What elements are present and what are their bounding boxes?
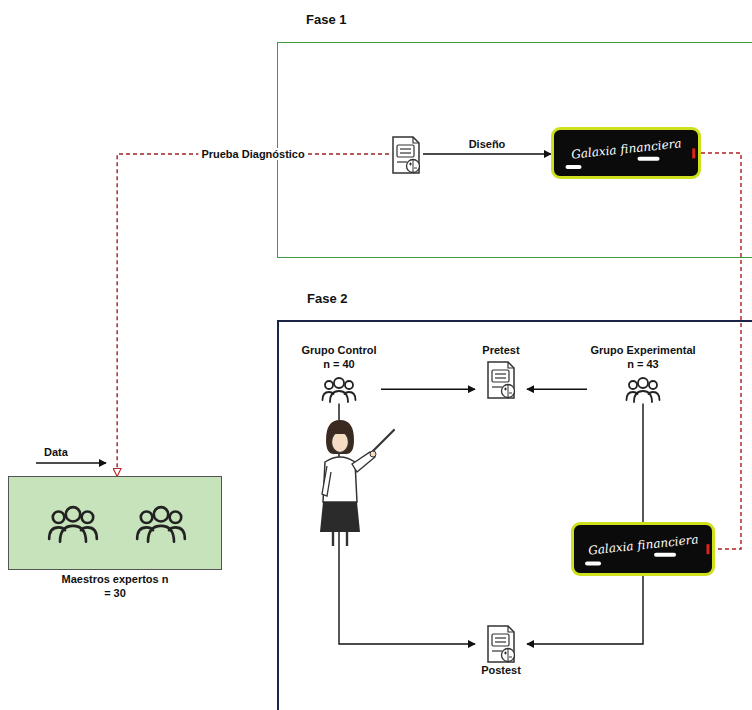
node-text: Grupo Control n = 40 bbox=[301, 344, 377, 372]
teacher-figure bbox=[320, 420, 394, 546]
people-icon bbox=[625, 374, 661, 404]
phase-frame: Fase 2Grupo Control n = 40PretestGrupo E… bbox=[277, 320, 752, 710]
flow-label: Data bbox=[44, 446, 68, 458]
group-node: Grupo Experimental n = 43 bbox=[587, 344, 699, 404]
node-text: Pretest bbox=[475, 344, 527, 358]
node-text: Postest bbox=[475, 664, 527, 678]
app-phone: Galaxia financiera bbox=[551, 127, 701, 179]
connector bbox=[117, 154, 389, 476]
phase-frame: Fase 1Galaxia financiera bbox=[277, 42, 752, 258]
phase-heading: Fase 2 bbox=[307, 291, 347, 307]
edge-label: Prueba Diagnóstico bbox=[198, 148, 307, 160]
document-icon bbox=[389, 133, 423, 175]
connector bbox=[527, 576, 643, 644]
phase-heading: Fase 1 bbox=[306, 12, 346, 28]
data-arrow bbox=[36, 462, 106, 463]
test-node: Pretest bbox=[475, 344, 527, 400]
connector bbox=[642, 404, 643, 523]
document-icon bbox=[484, 624, 518, 664]
node-text: Grupo Experimental n = 43 bbox=[590, 344, 696, 372]
edge-label: Diseño bbox=[466, 138, 509, 150]
connector bbox=[339, 404, 475, 645]
app-phone: Galaxia financiera bbox=[571, 522, 715, 576]
node-text: Galaxia financiera bbox=[570, 136, 682, 162]
people-icon bbox=[135, 501, 187, 545]
node-text: Galaxia financiera bbox=[587, 532, 699, 558]
node-text: Maestros expertos n = 30 bbox=[61, 573, 169, 601]
document-icon bbox=[389, 135, 423, 175]
expert-box: Maestros expertos n = 30 bbox=[8, 476, 222, 570]
document-icon bbox=[484, 360, 518, 400]
connector bbox=[527, 389, 587, 390]
connector bbox=[701, 153, 741, 549]
connector bbox=[423, 153, 551, 154]
people-icon bbox=[321, 374, 357, 404]
group-node: Grupo Control n = 40 bbox=[297, 344, 381, 404]
test-node: Postest bbox=[475, 622, 527, 678]
connector bbox=[381, 389, 475, 390]
people-icon bbox=[47, 501, 99, 545]
